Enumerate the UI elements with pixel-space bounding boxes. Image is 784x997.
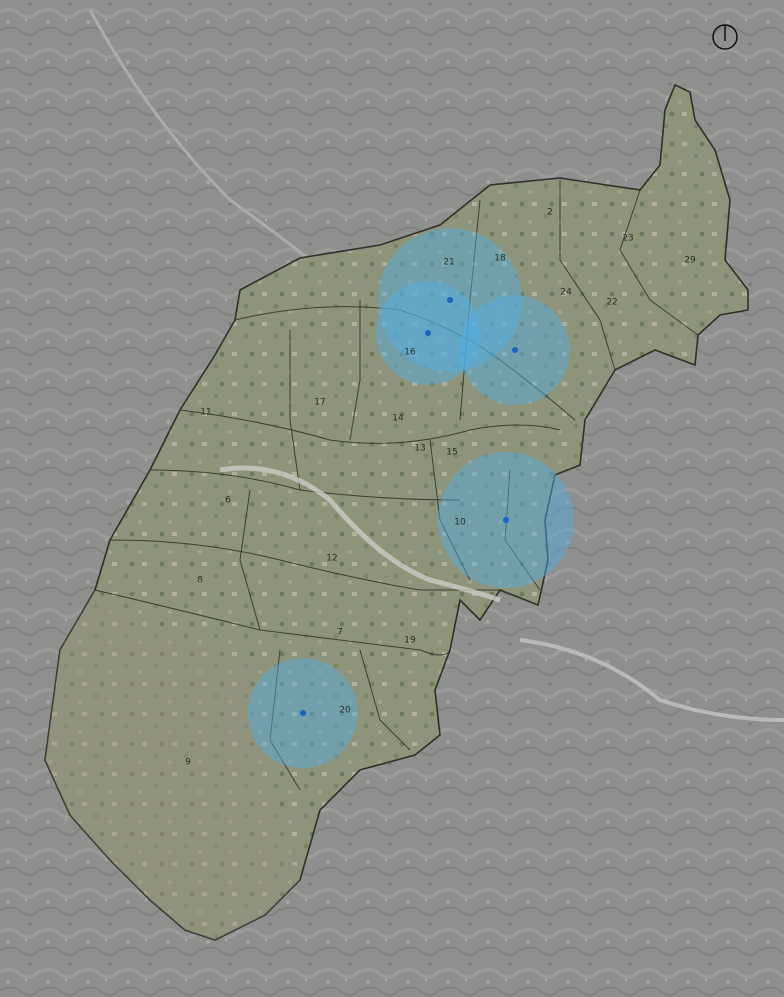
zone-label: 15 [446,448,457,458]
zone-label: 14 [392,414,404,424]
service-point-marker[interactable] [425,330,431,336]
zone-label: 11 [200,408,211,418]
zone-label: 24 [560,288,572,298]
zone-label: 6 [225,496,231,506]
zone-label: 7 [337,628,343,638]
territory-shading [45,590,300,940]
zone-label: 10 [454,518,466,528]
zone-label: 23 [622,234,633,244]
zone-label: 29 [684,256,696,266]
road-east [519,638,784,722]
zone-label: 16 [404,348,416,358]
zone-label: 13 [414,444,425,454]
zone-label: 18 [494,254,506,264]
service-point-marker[interactable] [512,347,518,353]
zone-label: 20 [339,706,351,716]
highway [219,465,501,603]
service-point-marker[interactable] [447,297,453,303]
municipality-territory[interactable] [44,83,749,941]
zone-labels: 21 18 2 23 29 24 22 16 14 13 15 17 11 10 6 12 19 20 9 8 7 [185,208,696,768]
zone-label: 17 [314,398,325,408]
service-points [300,297,518,716]
north-arrow-icon [712,24,738,50]
zone-label: 21 [443,258,454,268]
zone-label: 22 [606,298,617,308]
zone-label: 9 [185,758,191,768]
zone-boundaries [94,180,699,791]
zone-label: 8 [197,576,203,586]
service-point-marker[interactable] [503,517,509,523]
zone-label: 19 [404,636,416,646]
zone-label: 2 [547,208,553,218]
zone-label: 12 [326,554,337,564]
service-point-marker[interactable] [300,710,306,716]
